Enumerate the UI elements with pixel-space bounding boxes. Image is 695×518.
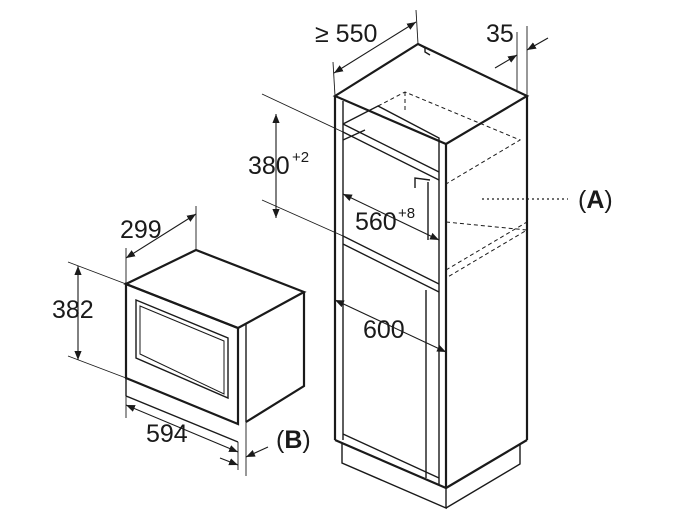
dim-560-line (342, 193, 440, 241)
dim-382-ext-2 (67, 355, 127, 379)
upper-shelf-front-bottom (342, 131, 440, 181)
dim-594-line (125, 404, 239, 453)
appliance (123, 248, 307, 443)
dim-appliance-height-label: 382 (52, 296, 94, 324)
callout-b-text: (B) (276, 426, 311, 454)
tall-cabinet (332, 42, 530, 510)
dim-appliance-depth-label: 299 (120, 216, 162, 244)
appliance-top (123, 248, 307, 330)
dim-b-arrow-1 (219, 457, 239, 466)
callout-b-label: (B) (276, 426, 311, 454)
dim-35-arrow-1 (494, 54, 518, 69)
callout-a-label: (A) (578, 186, 613, 214)
appliance-right-side (245, 292, 306, 423)
dimension-lines (67, 9, 568, 476)
lower-compartment-floor (342, 433, 440, 479)
cabinet-top-notch (417, 43, 431, 56)
dim-panel-thickness-label: 35 (486, 20, 514, 48)
dim-35-arrow-2 (526, 37, 549, 51)
cabinet-bottom-front (334, 438, 447, 490)
dim-niche-width-tol: +8 (398, 205, 415, 222)
niche-back-left (342, 129, 366, 141)
appliance-door-window-inner (139, 305, 225, 395)
middle-shelf-front-bottom (342, 243, 440, 293)
dim-cabinet-depth-label: ≥ 550 (315, 20, 377, 48)
dim-niche-height-label: 380 (248, 152, 290, 180)
dim-600-line (334, 299, 447, 353)
hidden-mid-shelf-2 (445, 221, 528, 271)
appliance-front-frame (124, 282, 240, 426)
dim-niche-width-label: 560 (355, 208, 397, 236)
niche-back-bracket (414, 177, 431, 188)
cabinet-top (332, 42, 530, 146)
cabinet-plinth-side (445, 444, 521, 509)
cabinet-plinth (341, 444, 447, 510)
hidden-top-shelf (377, 91, 522, 185)
dim-appliance-width-label: 594 (146, 420, 188, 448)
dim-299-line (125, 213, 197, 259)
callout-a-text: (A) (578, 186, 613, 214)
upper-shelf-top-surface (342, 105, 440, 148)
middle-shelf-front-top (342, 235, 440, 285)
hidden-mid-shelf (445, 221, 529, 279)
appliance-frame-top-edge (237, 323, 247, 329)
dim-380-ext-2 (261, 199, 344, 237)
dim-niche-height-tol: +2 (292, 149, 309, 166)
dim-382-ext-1 (67, 261, 127, 285)
labels: ≥ 550 35 380 +2 560 +8 600 299 382 594 (… (52, 20, 613, 454)
hidden-lines (377, 91, 529, 279)
dim-550-ext-2 (415, 9, 419, 45)
appliance-door-window (135, 298, 229, 400)
dim-b-arrow-2 (245, 446, 269, 458)
dim-380-ext-1 (261, 93, 344, 133)
dim-cabinet-width-label: 600 (363, 316, 405, 344)
cabinet-bottom-right (445, 439, 528, 489)
dim-550-ext-1 (332, 61, 336, 97)
dim-550-line (333, 21, 417, 74)
